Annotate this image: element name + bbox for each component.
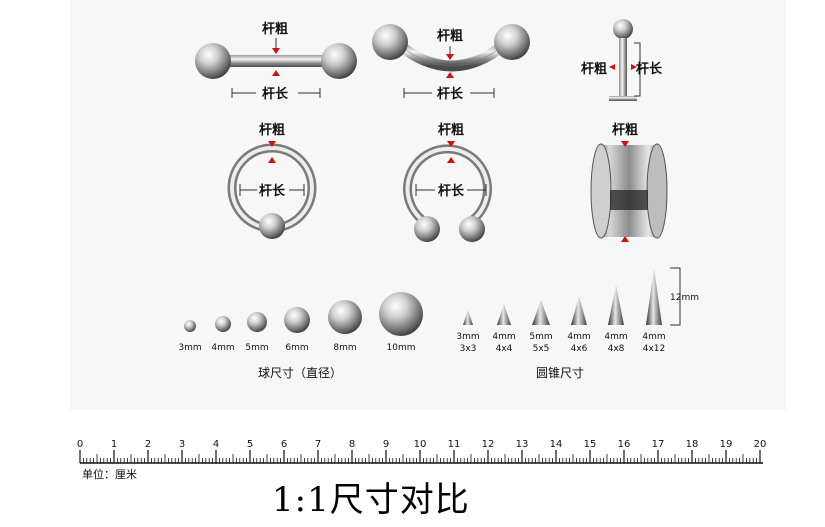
- cone-4x6: [571, 296, 587, 325]
- cone-diameter-label: 3mm: [456, 332, 479, 342]
- cone-4x8: [608, 285, 624, 325]
- arrow-icon: [268, 157, 276, 163]
- cone-diameter-label: 4mm: [492, 332, 515, 342]
- ball-5mm: [247, 312, 267, 332]
- arrow-icon: [609, 64, 615, 70]
- label-thickness: 杆粗: [437, 28, 463, 44]
- arrow-icon: [631, 64, 637, 70]
- cone-dimension-label: 4x6: [571, 344, 588, 354]
- arrow-icon: [447, 141, 455, 147]
- arrow-icon: [272, 70, 280, 76]
- captive-bead-ring: 杆粗 杆长: [227, 122, 317, 239]
- label-thickness: 杆粗: [438, 122, 464, 138]
- cone-dimension-label: 5x5: [533, 344, 550, 354]
- ruler-tick-label: 11: [448, 439, 461, 450]
- ruler-tick-label: 12: [482, 439, 495, 450]
- arrow-icon: [621, 141, 629, 147]
- ball-size-row: 3mm 4mm 5mm 6mm 8mm 10mm 球尺寸（直径）: [178, 292, 423, 380]
- ruler-tick-label: 13: [516, 439, 529, 450]
- ruler-tick-label: 6: [281, 439, 287, 450]
- cone-4x12: [646, 268, 662, 325]
- ball-6mm: [284, 307, 310, 333]
- ball-size-label: 5mm: [245, 343, 268, 353]
- ruler-tick-label: 5: [247, 439, 253, 450]
- label-thickness: 杆粗: [612, 122, 638, 138]
- ball-size-label: 3mm: [178, 343, 201, 353]
- curved-barbell: 杆粗 杆长: [372, 24, 530, 102]
- ruler-tick-label: 10: [414, 439, 427, 450]
- ruler-unit-label: 单位：厘米: [82, 468, 137, 481]
- arrow-icon: [447, 157, 455, 163]
- page-title: 1:1尺寸对比: [272, 480, 470, 520]
- label-length: 杆长: [636, 61, 663, 77]
- ruler-tick-label: 15: [584, 439, 597, 450]
- ruler-tick-label: 3: [179, 439, 185, 450]
- label-thickness: 杆粗: [262, 21, 288, 37]
- arrow-icon: [268, 141, 276, 147]
- ball-size-label: 4mm: [211, 343, 234, 353]
- cone-size-row: 12mm 3mm 3x3 4mm 4x4 5mm 5x5 4mm 4x6 4mm…: [456, 267, 699, 380]
- ruler-tick-label: 18: [686, 439, 699, 450]
- ball-size-label: 8mm: [333, 343, 356, 353]
- cone-dimension-label: 4x12: [643, 344, 666, 354]
- label-thickness: 杆粗: [581, 61, 607, 77]
- cone-diameter-label: 5mm: [529, 332, 552, 342]
- ruler-tick-label: 7: [315, 439, 321, 450]
- label-thickness: 杆粗: [259, 122, 285, 138]
- ruler-tick-label: 9: [383, 439, 389, 450]
- cone-4x4: [497, 304, 511, 325]
- horseshoe-ring: 杆粗 杆长: [403, 122, 492, 242]
- ball-4mm: [215, 316, 231, 332]
- ball-size-label: 10mm: [387, 343, 416, 353]
- cone-dimension-label: 3x3: [460, 344, 477, 354]
- ruler-tick-label: 1: [111, 439, 117, 450]
- ball-size-caption: 球尺寸（直径）: [258, 366, 342, 380]
- cone-3x3: [463, 310, 473, 325]
- arrow-icon: [621, 236, 629, 242]
- arrow-icon: [446, 72, 454, 78]
- label-length: 杆长: [437, 86, 464, 102]
- ruler-tick-label: 14: [550, 439, 563, 450]
- ruler-tick-label: 17: [652, 439, 665, 450]
- label-length: 杆长: [438, 183, 465, 199]
- arrow-icon: [446, 54, 454, 60]
- flesh-tunnel: 杆粗: [590, 122, 668, 242]
- cone-dimension-label: 4x8: [608, 344, 625, 354]
- cone-size-caption: 圆锥尺寸: [536, 366, 584, 380]
- ruler-tick-label: 20: [754, 439, 767, 450]
- ruler-tick-label: 16: [618, 439, 631, 450]
- cone-dimension-label: 4x4: [496, 344, 513, 354]
- labret-stud: 杆粗 杆长: [581, 19, 663, 101]
- ruler-tick-label: 8: [349, 439, 355, 450]
- label-length: 杆长: [262, 86, 289, 102]
- straight-barbell: 杆粗 杆长: [195, 21, 357, 102]
- ruler-tick-label: 4: [213, 439, 219, 450]
- cone-height-label: 12mm: [670, 293, 699, 303]
- ball-3mm: [184, 320, 196, 332]
- ball-10mm: [379, 292, 423, 336]
- ruler-tick-label: 0: [77, 439, 83, 450]
- cone-diameter-label: 4mm: [567, 332, 590, 342]
- label-length: 杆长: [259, 183, 286, 199]
- cone-diameter-label: 4mm: [604, 332, 627, 342]
- ruler-tick-label: 19: [720, 439, 733, 450]
- ball-8mm: [328, 300, 362, 334]
- cone-5x5: [532, 300, 550, 325]
- cone-diameter-label: 4mm: [642, 332, 665, 342]
- ball-size-label: 6mm: [285, 343, 308, 353]
- arrow-icon: [272, 48, 280, 54]
- ruler-tick-label: 2: [145, 439, 151, 450]
